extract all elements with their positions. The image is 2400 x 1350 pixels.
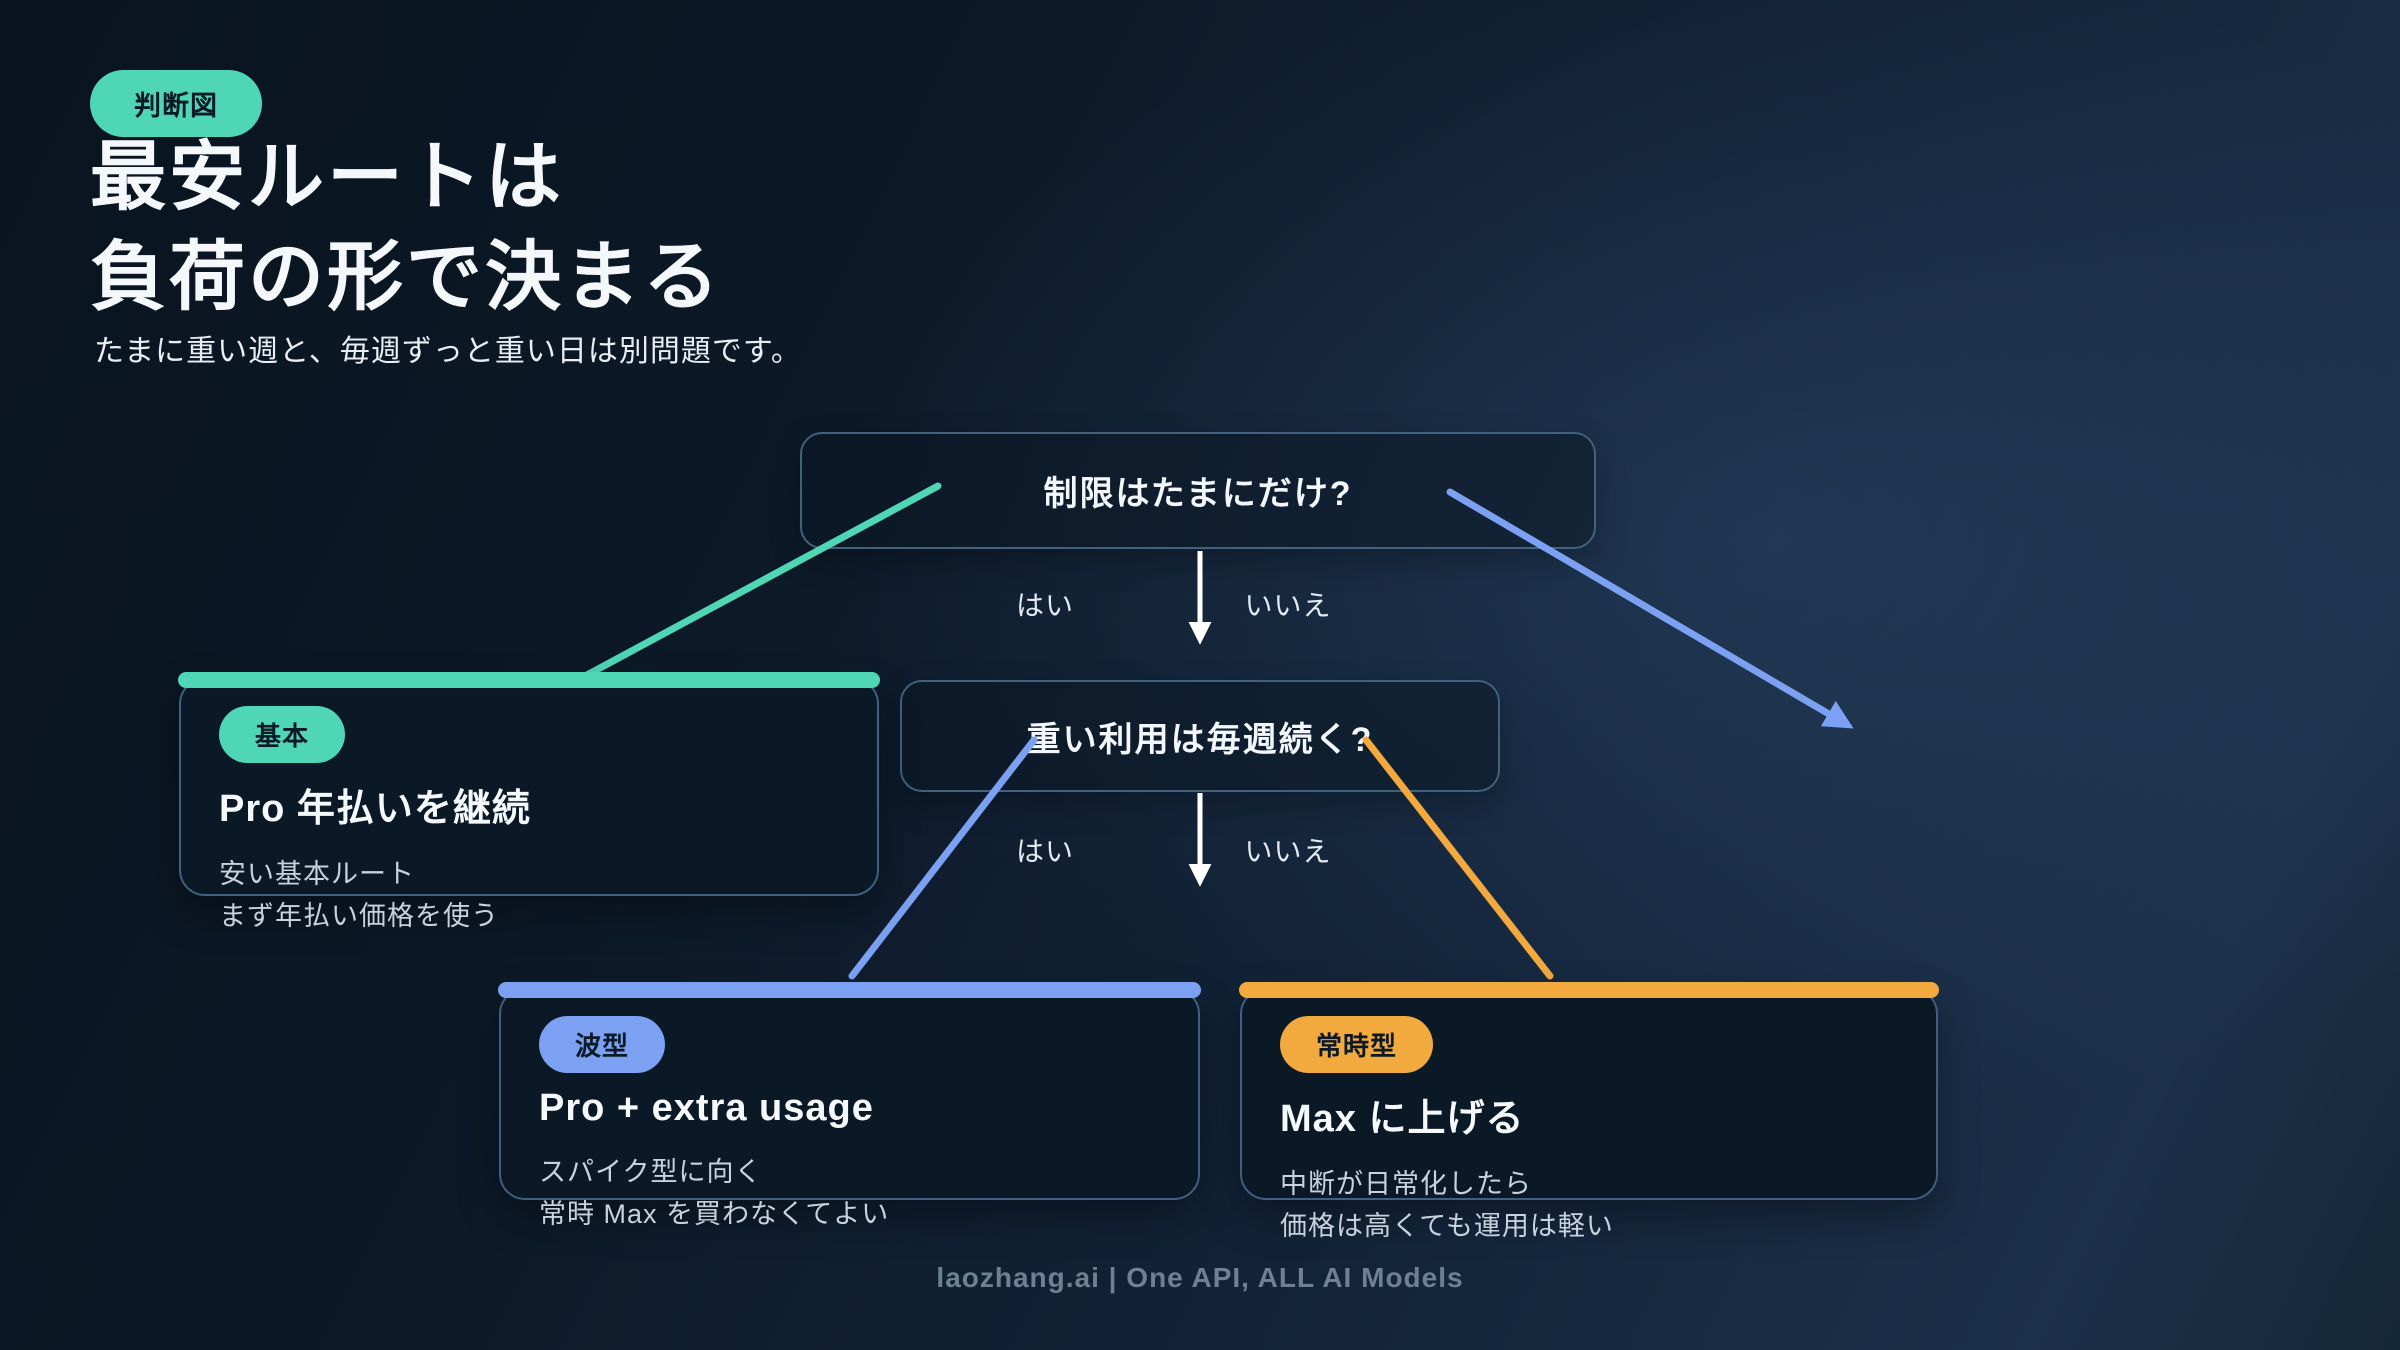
card-basic-route: 基本 Pro 年払いを継続 安い基本ルート まず年払い価格を使う (178, 672, 880, 931)
card-always-body: 中断が日常化したら 価格は高くても運用は軽い (1280, 1164, 1898, 1248)
edge-q2-to-wave-card (848, 736, 1038, 980)
decision-node-limits-label: 制限はたまにだけ? (1043, 475, 1353, 513)
edge-q1-to-basic-card (570, 482, 942, 686)
label-q1-no: いいえ (1244, 590, 1332, 621)
card-wave-line2: 常時 Max を買わなくてよい (539, 1198, 890, 1229)
decision-node-weekly: 重い利用は毎週続く? (900, 680, 1500, 792)
card-always-title: Max に上げる (1280, 1098, 1525, 1140)
card-wave-accent-bar (498, 982, 1201, 998)
page-subtitle: たまに重い週と、毎週ずっと重い日は別問題です。 (94, 335, 802, 368)
card-wave-line1: スパイク型に向く (539, 1157, 763, 1187)
card-always-line2: 価格は高くても運用は軽い (1280, 1210, 1614, 1241)
label-q2-yes: はい (1015, 836, 1074, 867)
card-wave-route: 波型 Pro + extra usage スパイク型に向く 常時 Max を買わ… (498, 982, 1201, 1229)
tag-badge: 判断図 (90, 70, 262, 137)
label-q1-yes: はい (1015, 590, 1074, 621)
page-title: 最安ルートは負荷の形で決まる (90, 128, 722, 327)
card-always-line1: 中断が日常化したら (1280, 1169, 1532, 1199)
edge-q1-no-arrow (1446, 488, 1854, 729)
card-basic-body: 安い基本ルート まず年払い価格を使う (219, 854, 839, 938)
card-wave-body: スパイク型に向く 常時 Max を買わなくてよい (539, 1152, 1160, 1236)
card-wave-title: Pro + extra usage (539, 1087, 874, 1129)
card-basic-line2: まず年払い価格を使う (219, 900, 499, 931)
page-title-line1: 最安ルートは (90, 135, 564, 220)
card-basic-line1: 安い基本ルート (219, 859, 415, 889)
decision-node-weekly-label: 重い利用は毎週続く? (1026, 720, 1374, 759)
card-always-route: 常時型 Max に上げる 中断が日常化したら 価格は高くても運用は軽い (1239, 982, 1939, 1241)
card-always-badge: 常時型 (1280, 1016, 1434, 1073)
card-basic-title: Pro 年払いを継続 (219, 788, 531, 830)
footer-brand: laozhang.ai | One API, ALL AI Models (936, 1262, 1464, 1293)
card-basic-badge: 基本 (219, 706, 346, 763)
card-always-accent-bar (1239, 982, 1939, 998)
edge-q2-to-always-card (1362, 736, 1554, 980)
label-q2-no: いいえ (1244, 836, 1332, 867)
card-basic-accent-bar (178, 672, 880, 688)
card-wave-badge: 波型 (539, 1016, 666, 1073)
page-title-line2: 負荷の形で決まる (90, 234, 722, 320)
